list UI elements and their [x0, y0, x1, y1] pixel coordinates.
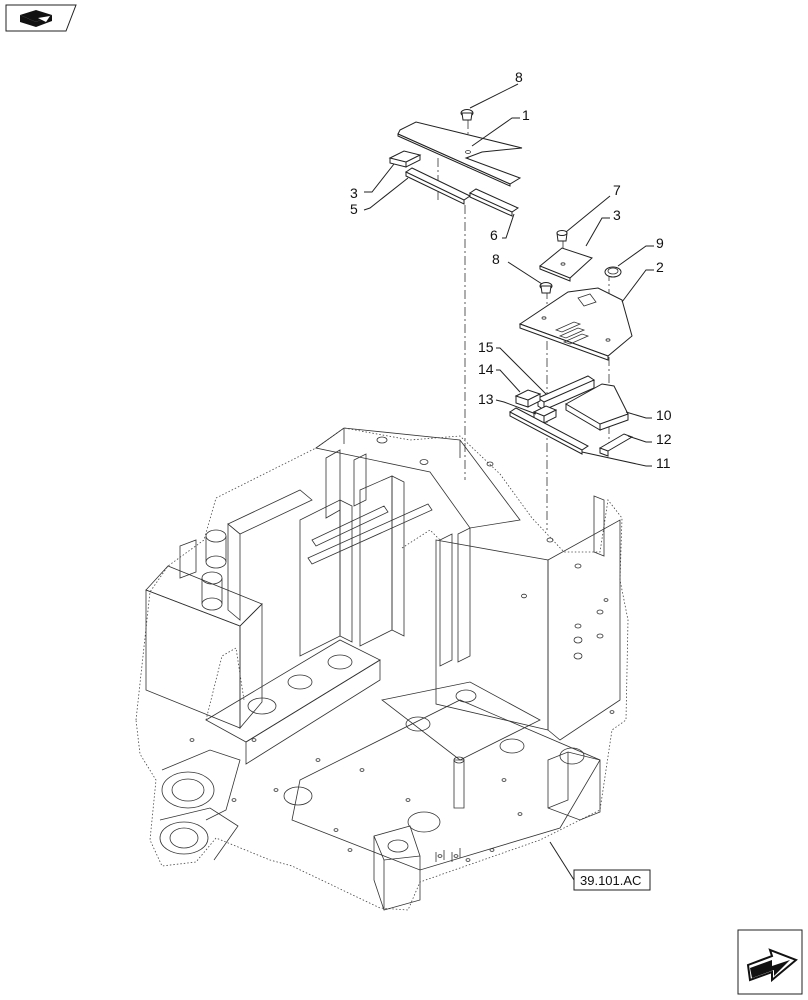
part-1-top-plate [397, 121, 523, 187]
part-4-block [388, 150, 422, 168]
callout-12: 12 [656, 431, 672, 447]
section-reference[interactable]: 39.101.AC [549, 841, 651, 891]
part-14-block [514, 389, 542, 408]
callout-3: 3 [613, 207, 621, 223]
part-6-strip [468, 188, 520, 217]
part-2-floor-plate [518, 287, 633, 361]
next-page-arrow-icon[interactable] [737, 929, 803, 995]
part-7-bolt [556, 230, 568, 242]
callout-4: 3 [350, 185, 358, 201]
callout-10: 10 [656, 407, 672, 423]
callout-2: 2 [656, 259, 664, 275]
callout-9: 9 [656, 235, 664, 251]
callout-15: 15 [478, 339, 494, 355]
callout-8-lower: 8 [492, 251, 500, 267]
section-reference-label: 39.101.AC [580, 873, 641, 888]
callout-7: 7 [613, 182, 621, 198]
part-8-bolt-upper [460, 109, 474, 121]
callout-13: 13 [478, 391, 494, 407]
machine-frame-assembly [135, 427, 629, 911]
callout-14: 14 [478, 361, 494, 377]
part-10-box [564, 383, 629, 431]
part-12-strip [598, 433, 634, 457]
part-11-strip [509, 407, 589, 455]
part-3-cover [539, 247, 593, 282]
nav-back-book-icon[interactable] [5, 4, 77, 32]
callout-group: 8 1 3 5 6 7 3 8 9 2 15 14 13 [350, 69, 672, 471]
callout-5: 5 [350, 201, 358, 217]
part-8-bolt-lower [539, 282, 553, 294]
part-9-plug [604, 266, 622, 278]
callout-1: 1 [522, 107, 530, 123]
callout-8-upper: 8 [515, 69, 523, 85]
callout-11: 11 [656, 455, 671, 471]
callout-6: 6 [490, 227, 498, 243]
